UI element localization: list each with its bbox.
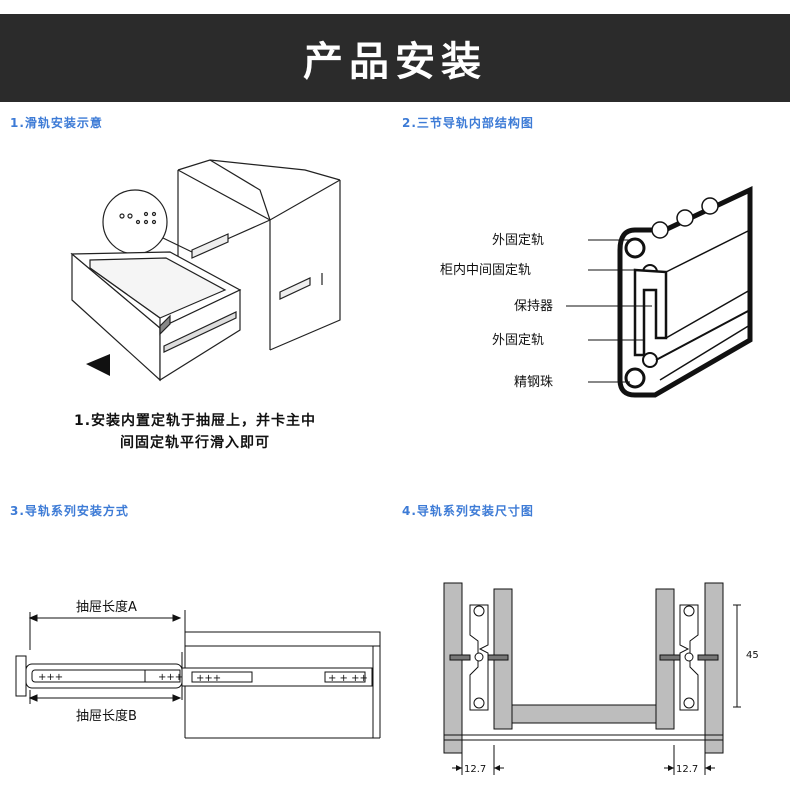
section-title-4: 4.导轨系列安装尺寸图: [402, 504, 534, 518]
gap-left-dimension: 12.7: [464, 764, 486, 775]
rail-structure-diagram: 外固定轨 柜内中间固定轨 保持器 外固定轨 精钢珠: [440, 186, 753, 398]
gap-right-dimension: 12.7: [676, 764, 698, 775]
caption-line-1: 1.安装内置定轨于抽屉上，并卡主中: [73, 413, 317, 429]
installation-caption: 1.安装内置定轨于抽屉上，并卡主中 间固定轨平行滑入即可: [40, 410, 350, 454]
caption-line-2: 间固定轨平行滑入即可: [120, 435, 270, 451]
screw-mark-mid: +++: [158, 672, 183, 683]
label-outer-rail-2: 外固定轨: [492, 333, 544, 348]
screw-mark-rail-right: + + ++: [328, 673, 368, 684]
installation-dimension-diagram: 45 12.7 12.7: [443, 582, 759, 775]
drawer-installation-illustration: [70, 159, 341, 382]
height-dimension: 45: [746, 650, 759, 661]
screw-mark-rail-left: +++: [196, 673, 221, 684]
label-steel-balls: 精钢珠: [514, 375, 553, 390]
dimension-a-label: 抽屉长度A: [76, 599, 137, 615]
dimension-b-label: 抽屉长度B: [76, 708, 137, 724]
label-retainer: 保持器: [514, 299, 553, 314]
header-banner: 产品安装: [0, 14, 790, 102]
section-title-1: 1.滑轨安装示意: [10, 116, 103, 130]
page-title: 产品安装: [303, 39, 487, 85]
section-title-2: 2.三节导轨内部结构图: [402, 116, 534, 130]
direction-arrow: [86, 354, 110, 376]
label-outer-rail: 外固定轨: [492, 233, 544, 248]
label-middle-rail: 柜内中间固定轨: [440, 262, 531, 278]
section-title-3: 3.导轨系列安装方式: [10, 504, 129, 518]
screw-mark-left: +++: [38, 672, 63, 683]
installation-method-diagram: +++ +++ +++ + + ++ 抽屉长度A 抽屉长度B: [15, 599, 381, 739]
